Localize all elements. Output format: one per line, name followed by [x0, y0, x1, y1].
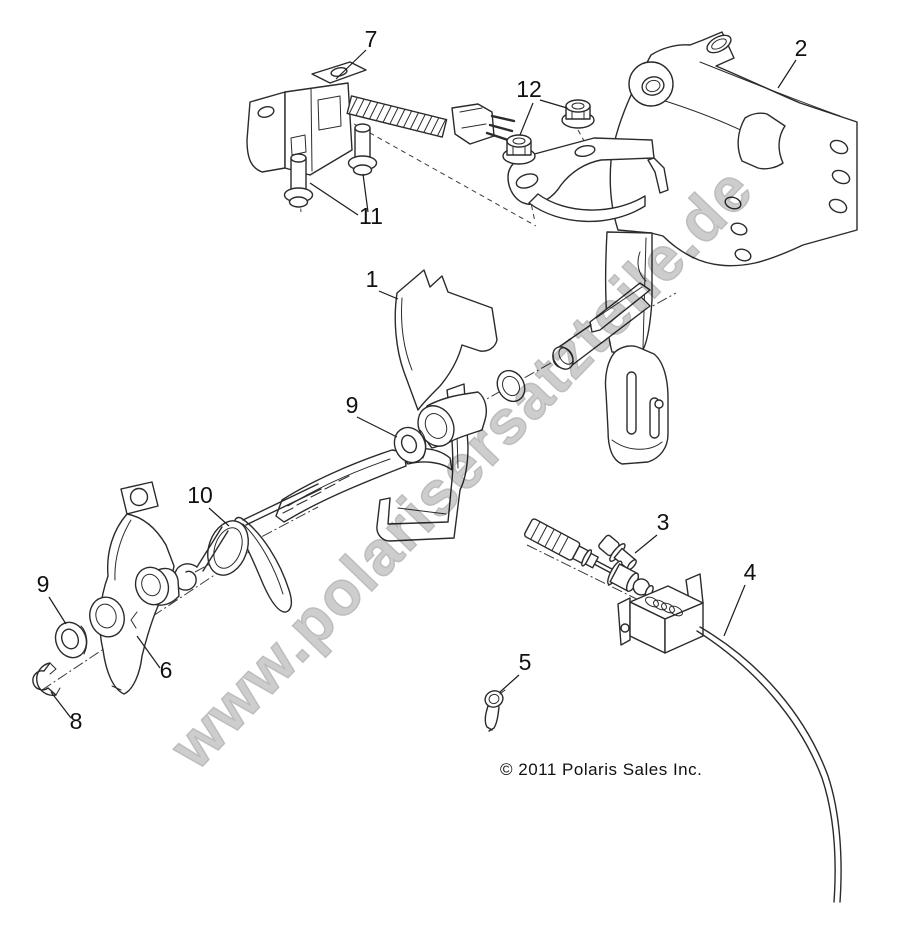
sensor-spring: [346, 95, 448, 138]
leader-lines: [48, 49, 797, 719]
part-cable-clip: [484, 689, 506, 732]
part-mounting-bracket: [507, 31, 858, 465]
part-e-clip: [32, 662, 61, 696]
part-pivot-pin: [552, 282, 651, 370]
callout-11: 11: [359, 203, 383, 229]
callout-6: 6: [160, 657, 173, 683]
part-bolts-11: [283, 123, 378, 208]
part-torsion-spring: [173, 483, 322, 613]
pin-key-plate: [589, 282, 651, 333]
pedal-grommet: [496, 369, 526, 403]
callout-4: 4: [744, 559, 757, 585]
part-throttle-cable: [523, 518, 842, 903]
callout-9-lower: 9: [37, 571, 50, 597]
callout-1: 1: [366, 266, 379, 292]
callout-10: 10: [187, 482, 213, 508]
part-washer-lower: [54, 621, 88, 659]
part-bolt-3: [598, 534, 637, 571]
part-lever-arm: [89, 481, 180, 695]
callout-3: 3: [657, 509, 670, 535]
callout-7: 7: [365, 26, 378, 52]
part-sensor-assembly: [246, 61, 516, 176]
part-washer-upper: [393, 426, 427, 464]
callout-5: 5: [519, 649, 532, 675]
part-pedal: [275, 269, 526, 542]
callouts: 7 2 12 11 1 9 10 9 6 8 3 4 5: [37, 26, 808, 734]
callout-9-upper: 9: [346, 392, 359, 418]
copyright-notice: © 2011 Polaris Sales Inc.: [500, 760, 703, 779]
callout-12: 12: [516, 76, 542, 102]
callout-2: 2: [795, 35, 808, 61]
part-flange-nuts-12: [502, 99, 595, 165]
callout-8: 8: [70, 708, 83, 734]
cable-wire: [699, 626, 842, 903]
